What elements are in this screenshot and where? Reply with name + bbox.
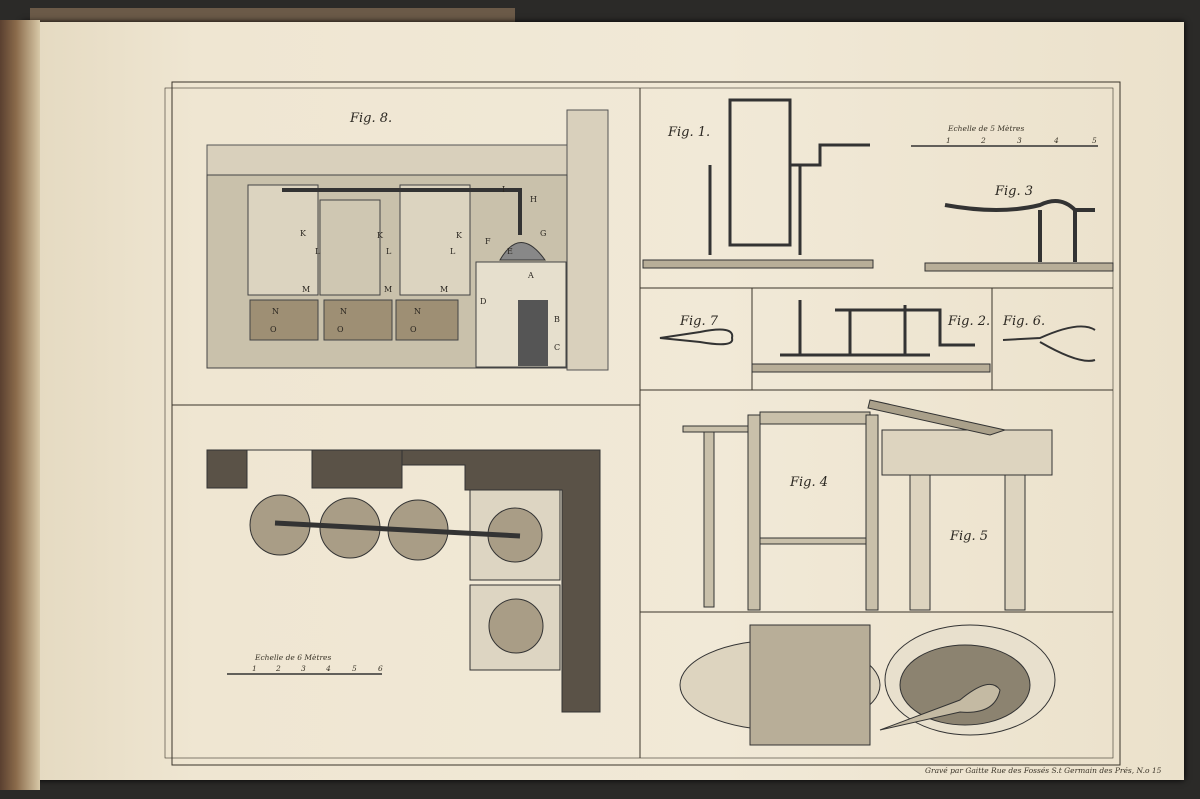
scale-6-metres: Echelle de 6 Mètres 1 2 3 4 5 6 (227, 653, 383, 675)
scale-tick: 2 (275, 664, 281, 673)
fig2-label: Fig. 2. (947, 314, 990, 329)
fig8-letter: H (530, 195, 537, 204)
book-cover-edge (30, 8, 515, 26)
fig8-letter: L (450, 247, 456, 256)
fig3-label: Fig. 3 (994, 184, 1033, 199)
scale-tick: 4 (325, 664, 331, 673)
scale-tick: 3 (1017, 136, 1022, 145)
fig8-letter: L (315, 247, 321, 256)
fig2-tool-drawing (751, 300, 991, 373)
fig8-letter: K (300, 229, 307, 238)
fig8-letter: N (272, 307, 279, 316)
fig8-letter: M (440, 285, 448, 294)
scale-tick: 2 (980, 136, 986, 145)
fig6-label: Fig. 6. (1002, 314, 1045, 329)
book-spine (0, 20, 40, 790)
inner-frame (164, 87, 1114, 759)
outer-frame (171, 81, 1121, 766)
fig8-letter: E (507, 247, 513, 256)
fig8-plan-drawing (206, 449, 601, 713)
fig8-letter: M (302, 285, 310, 294)
fig5-chopping-block-drawing (867, 399, 1053, 611)
scale-6m-title: Echelle de 6 Mètres (254, 653, 331, 662)
fig5-label: Fig. 5 (949, 529, 988, 544)
fig8-letter: B (554, 315, 560, 324)
fig1-winder-drawing (642, 98, 874, 269)
scale-5-metres: Echelle de 5 Mètres 1 2 3 4 5 (911, 124, 1098, 147)
scale-tick: 3 (301, 664, 306, 673)
fig8-elevation-drawing (206, 109, 609, 371)
engraver-credit: Gravé par Gaitte Rue des Fossés S.t Germ… (925, 766, 1162, 775)
fig4-stool-drawing (682, 411, 879, 611)
fig8-letter: G (540, 229, 546, 238)
fig8-letter: O (410, 325, 417, 334)
fig8-letter: A (527, 271, 534, 280)
scale-tick: 1 (946, 136, 951, 145)
scale-tick: 5 (1092, 136, 1097, 145)
fig8-letter: K (456, 231, 463, 240)
fig7-label: Fig. 7 (679, 314, 719, 329)
fig8-label: Fig. 8. (349, 111, 392, 126)
fig8-letter: O (270, 325, 277, 334)
seat-and-basin-plan-drawing (679, 624, 1056, 746)
fig8-letter: L (386, 247, 392, 256)
fig8-letter: O (337, 325, 344, 334)
fig1-label: Fig. 1. (667, 125, 710, 140)
fig3-tool-drawing (924, 199, 1114, 272)
fig8-letter: M (384, 285, 392, 294)
fig8-letter: K (377, 231, 384, 240)
scale-tick: 5 (352, 664, 357, 673)
scale-tick: 6 (378, 664, 383, 673)
fig8-letter: F (485, 237, 491, 246)
fig8-letter: C (554, 343, 560, 352)
fig6-pliers-drawing (1002, 325, 1096, 362)
scale-tick: 1 (252, 664, 257, 673)
fig8-letter: I (502, 185, 505, 194)
fig4-label: Fig. 4 (789, 475, 828, 490)
fig7-shears-drawing (659, 328, 734, 346)
fig8-letter: N (340, 307, 347, 316)
scale-5m-title: Echelle de 5 Mètres (947, 124, 1024, 133)
scale-tick: 4 (1053, 136, 1059, 145)
fig8-letter: D (480, 297, 486, 306)
fig8-letter: N (414, 307, 421, 316)
